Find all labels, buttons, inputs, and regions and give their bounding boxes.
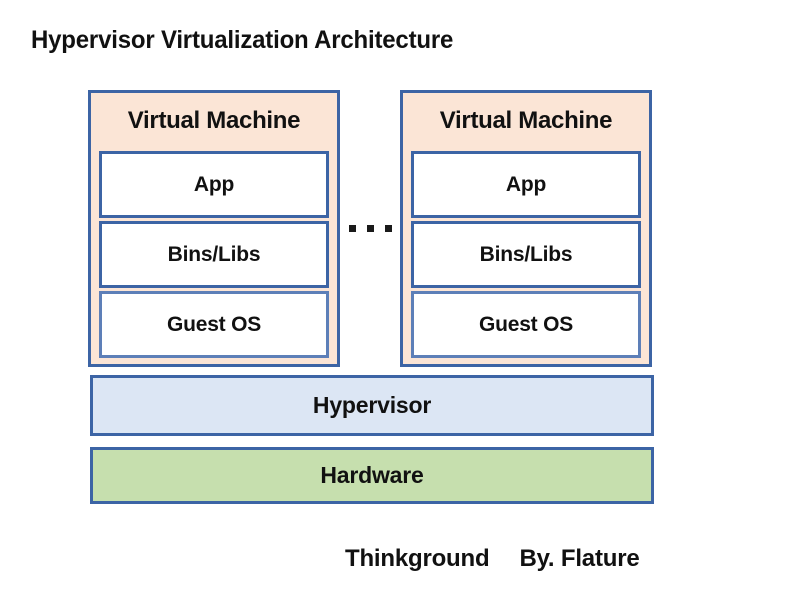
ellipsis-dot bbox=[348, 225, 356, 232]
ellipsis-dot bbox=[384, 225, 392, 232]
vm-layer-app-2: App bbox=[411, 151, 641, 218]
virtual-machine-box-1: Virtual Machine App Bins/Libs Guest OS bbox=[88, 90, 340, 367]
virtual-machine-title-1: Virtual Machine bbox=[127, 107, 301, 134]
hardware-bar: Hardware bbox=[90, 447, 654, 504]
vm-layer-bins-libs-1: Bins/Libs bbox=[99, 221, 329, 288]
vm-layer-guest-os-2: Guest OS bbox=[411, 291, 641, 358]
vm-layer-app-1: App bbox=[99, 151, 329, 218]
ellipsis-icon bbox=[340, 90, 400, 367]
footer-brand: Thinkground bbox=[345, 545, 490, 572]
virtual-machine-box-2: Virtual Machine App Bins/Libs Guest OS bbox=[400, 90, 652, 367]
vm-layer-guest-os-1: Guest OS bbox=[99, 291, 329, 358]
virtual-machine-title-2: Virtual Machine bbox=[439, 107, 613, 134]
hypervisor-bar: Hypervisor bbox=[90, 375, 654, 436]
footer-author: By. Flature bbox=[519, 545, 640, 572]
page-title: Hypervisor Virtualization Architecture bbox=[31, 26, 454, 54]
virtual-machine-row: Virtual Machine App Bins/Libs Guest OS V… bbox=[88, 90, 653, 367]
footer: Thinkground By. Flature bbox=[345, 545, 640, 573]
vm-layer-bins-libs-2: Bins/Libs bbox=[411, 221, 641, 288]
virtual-machine-layer-stack-2: App Bins/Libs Guest OS bbox=[411, 151, 641, 358]
ellipsis-dot bbox=[366, 225, 374, 232]
virtual-machine-layer-stack-1: App Bins/Libs Guest OS bbox=[99, 151, 329, 358]
